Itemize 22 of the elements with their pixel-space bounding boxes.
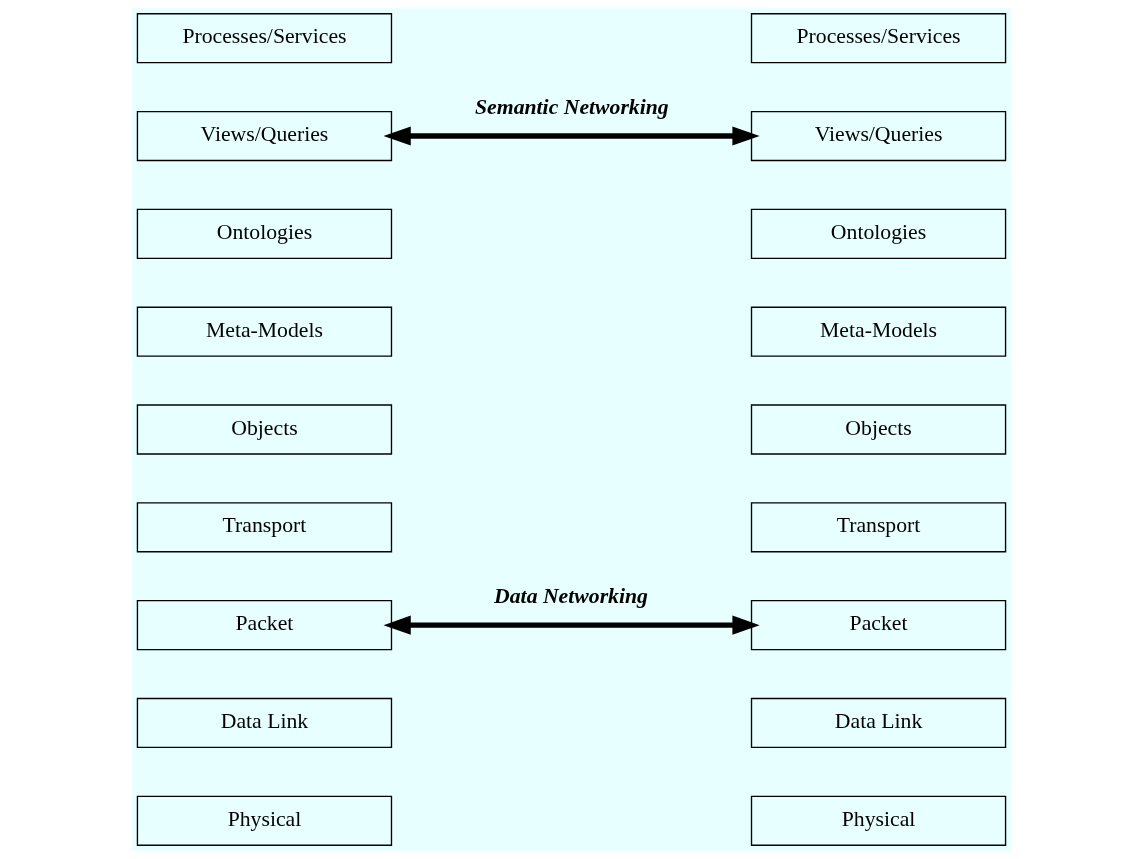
node-box: Meta-Models (750, 306, 1007, 357)
node-box: Transport (136, 502, 393, 553)
node-box: Processes/Services (136, 13, 393, 64)
node-box: Views/Queries (750, 110, 1007, 162)
edge-label: Data Networking (494, 584, 648, 609)
arrow (383, 615, 760, 635)
node-box: Transport (750, 502, 1007, 553)
node-box: Physical (136, 795, 393, 846)
node-box: Objects (750, 404, 1007, 455)
node-box: Physical (750, 795, 1007, 846)
node-box: Packet (750, 600, 1007, 651)
edge-label: Semantic Networking (475, 95, 669, 120)
arrow (383, 126, 760, 146)
node-box: Data Link (750, 697, 1007, 749)
node-box: Meta-Models (136, 306, 393, 357)
node-box: Ontologies (750, 208, 1007, 259)
node-box: Data Link (136, 697, 393, 749)
node-box: Objects (136, 404, 393, 455)
node-box: Processes/Services (750, 13, 1007, 64)
node-box: Views/Queries (136, 110, 393, 162)
node-box: Ontologies (136, 208, 393, 259)
node-box: Packet (136, 600, 393, 651)
